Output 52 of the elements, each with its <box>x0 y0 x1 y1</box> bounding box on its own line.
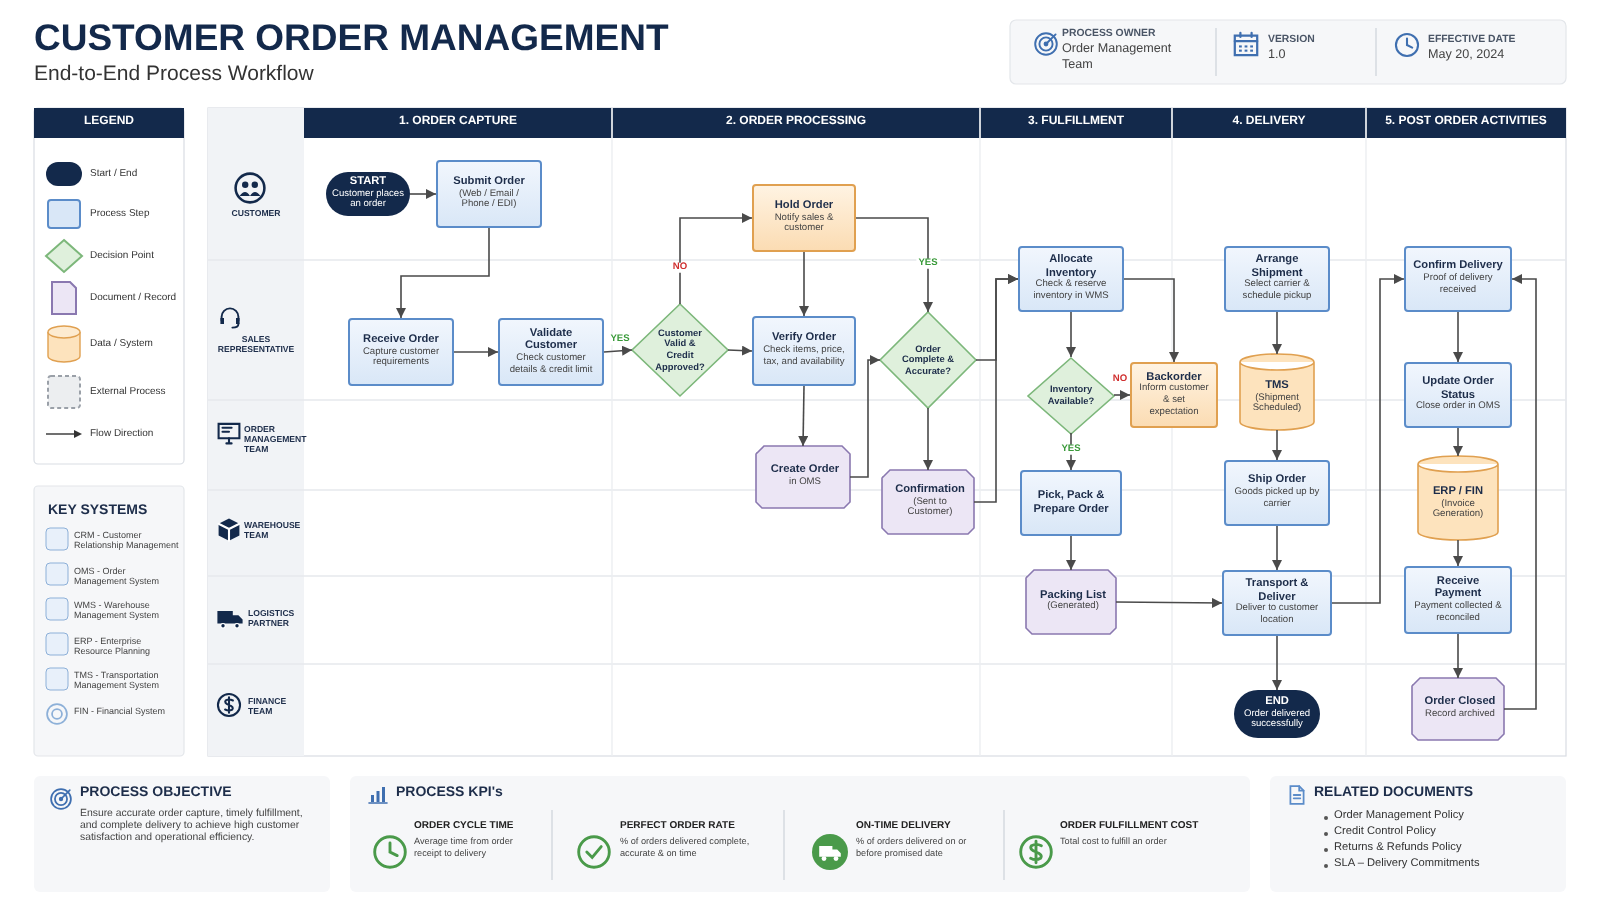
flow-arrow <box>727 345 753 356</box>
hold-process-box <box>1130 362 1218 428</box>
flow-arrow <box>679 213 753 305</box>
flow-arrow <box>1115 597 1223 608</box>
process-box <box>436 160 542 228</box>
flow-arrow <box>1453 633 1463 679</box>
process-box <box>1404 566 1512 634</box>
process-box <box>1020 470 1122 536</box>
flow-arrow <box>396 227 490 319</box>
diagram-title: CUSTOMER ORDER MANAGEMENT <box>34 16 669 60</box>
flow-arrow <box>1453 311 1463 363</box>
process-box <box>498 318 604 386</box>
process-box <box>348 318 454 386</box>
process-box <box>1404 246 1512 312</box>
flow-arrow <box>1113 390 1131 400</box>
flow-arrow <box>453 347 499 357</box>
flow-arrow <box>1272 525 1282 571</box>
process-box <box>1222 570 1332 636</box>
process-box <box>1224 246 1330 312</box>
hold-process-box <box>752 184 856 252</box>
flow-arrow <box>1272 311 1282 355</box>
document-shape <box>1412 678 1504 740</box>
process-box <box>1224 460 1330 526</box>
process-box <box>1404 362 1512 428</box>
flow-arrow <box>1331 274 1405 604</box>
document-shape <box>882 470 974 534</box>
decision-diamond <box>880 312 976 408</box>
flow-arrow <box>603 345 633 356</box>
flow-arrow <box>1123 278 1179 363</box>
flow-arrow <box>849 355 881 478</box>
flow-arrow <box>1272 429 1282 461</box>
flow-arrow <box>923 407 933 471</box>
flow-arrow <box>1453 539 1463 567</box>
start-end-terminal <box>326 172 410 216</box>
flow-arrow <box>973 274 1019 503</box>
start-end-terminal <box>1234 690 1320 738</box>
flow-arrow <box>1503 274 1537 710</box>
subtitle: End-to-End Process Workflow <box>34 62 316 88</box>
flow-arrow <box>799 251 809 317</box>
flow-arrow <box>1066 535 1076 571</box>
process-box <box>752 316 856 386</box>
process-box <box>1018 246 1124 312</box>
decision-diamond <box>1028 357 1114 433</box>
flow-arrow <box>1272 635 1282 691</box>
decision-diamond <box>632 304 728 396</box>
document-shape <box>756 446 850 508</box>
flow-arrow <box>855 217 933 313</box>
flow-arrow <box>1066 311 1076 358</box>
flow-arrow <box>798 385 809 447</box>
flow-arrow <box>1453 427 1463 457</box>
document-shape <box>1026 570 1116 634</box>
flow-arrow <box>409 189 437 199</box>
